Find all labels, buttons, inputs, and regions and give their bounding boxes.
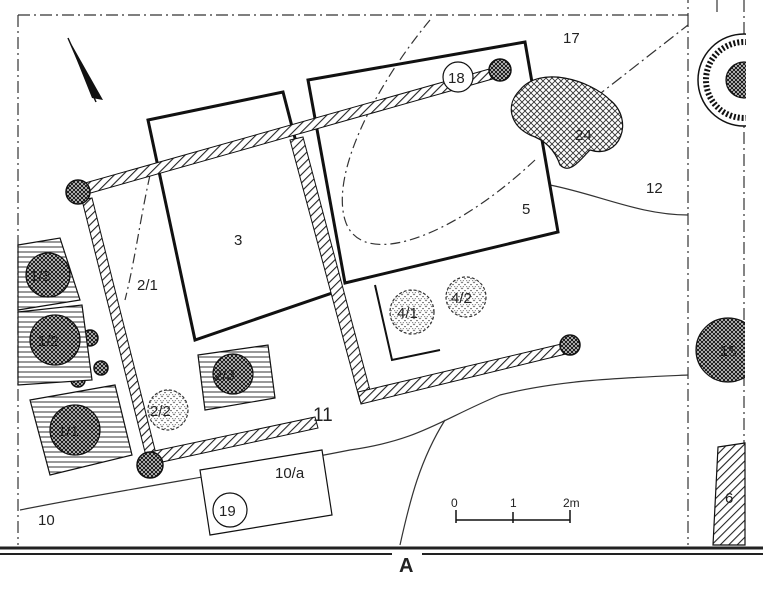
feature-6-pit xyxy=(712,442,746,546)
feature-2-1-outline xyxy=(124,174,151,301)
feature-2-3-post xyxy=(212,353,254,395)
feature-19-pit xyxy=(212,492,248,528)
label-3: 3 xyxy=(234,232,242,249)
feature-4-1-pit xyxy=(389,289,435,335)
feature-4-2-pit xyxy=(445,276,487,318)
scale-label-2m: 2m xyxy=(563,496,580,510)
feature-ring-mask xyxy=(746,20,763,140)
label-2-3: 2/3 xyxy=(214,367,235,384)
label-6: 6 xyxy=(725,490,733,507)
label-1-2: 1/2 xyxy=(38,333,59,350)
label-19: 19 xyxy=(219,503,236,520)
feature-15-mask xyxy=(745,300,763,400)
feature-5-outline xyxy=(341,19,536,245)
feature-24-pit xyxy=(510,76,624,169)
post-holes xyxy=(65,58,581,479)
feature-2-2-pit xyxy=(147,389,189,431)
label-18: 18 xyxy=(448,70,465,87)
label-15: 15 xyxy=(720,343,737,360)
label-2-1: 2/1 xyxy=(137,277,158,294)
label-17: 17 xyxy=(563,30,580,47)
feature-4-trench xyxy=(374,284,441,362)
section-line: A xyxy=(0,546,763,577)
label-1-1: 1/1 xyxy=(58,423,79,440)
label-10a: 10/a xyxy=(275,465,305,482)
label-4-1: 4/1 xyxy=(397,305,418,322)
feature-labels: 17 18 24 12 5 3 2/1 1/3 1/2 1/1 2/3 2/2 … xyxy=(30,30,737,529)
label-10: 10 xyxy=(38,512,55,529)
section-label: A xyxy=(399,555,413,577)
label-24: 24 xyxy=(575,127,592,144)
scale-bar: 0 1 2m xyxy=(451,496,580,523)
scale-label-0: 0 xyxy=(451,496,458,510)
feature-5-building xyxy=(306,40,560,285)
label-11: 11 xyxy=(313,405,333,426)
north-arrow-icon xyxy=(67,37,103,103)
label-5: 5 xyxy=(522,201,530,218)
label-12: 12 xyxy=(646,180,663,197)
feature-18-pit xyxy=(442,61,474,93)
trench-boundary xyxy=(17,0,745,545)
feature-1-3-post xyxy=(25,252,71,298)
label-1-3: 1/3 xyxy=(30,268,51,285)
label-4-2: 4/2 xyxy=(451,290,472,307)
feature-1-1-post xyxy=(49,404,101,456)
scale-label-1: 1 xyxy=(510,496,517,510)
label-2-2: 2/2 xyxy=(150,403,171,420)
feature-1-2-post xyxy=(29,314,81,366)
